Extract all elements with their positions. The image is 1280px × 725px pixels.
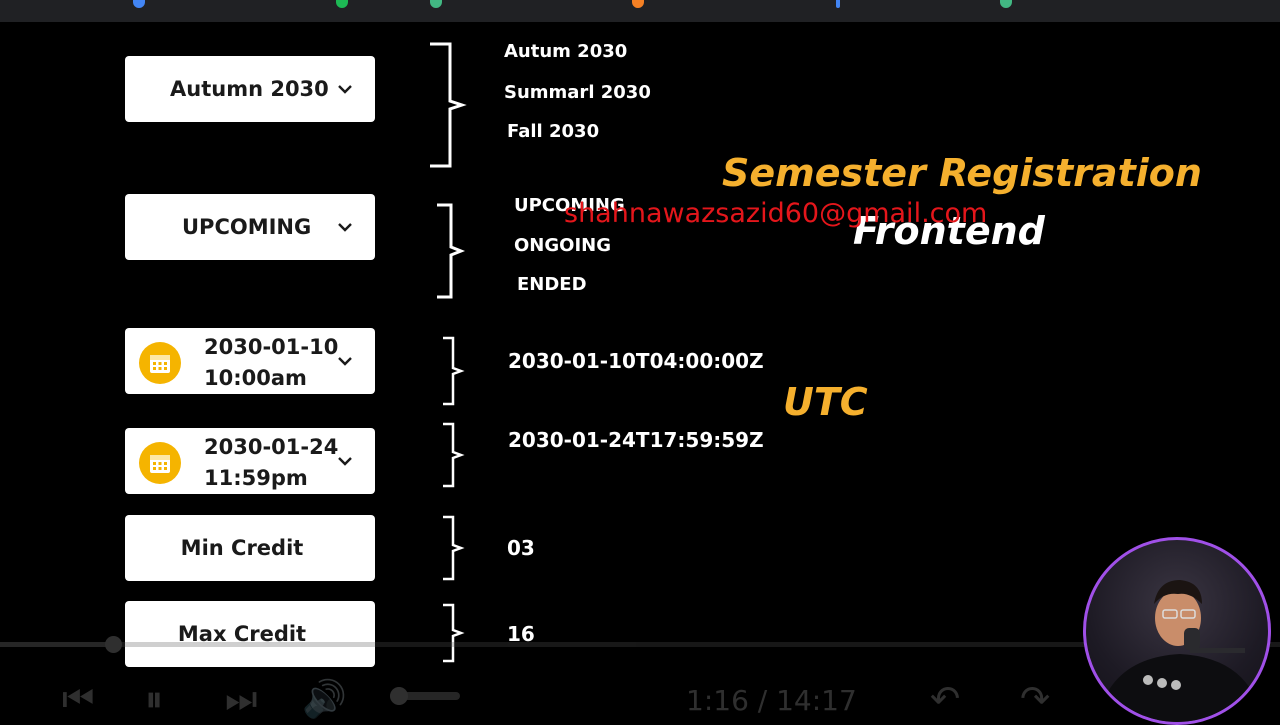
tab-favicon[interactable] bbox=[336, 0, 348, 8]
end-utc-value: 2030-01-24T17:59:59Z bbox=[508, 428, 764, 452]
volume-icon[interactable]: 🔊 bbox=[302, 679, 347, 720]
progress-played bbox=[0, 642, 113, 647]
bracket bbox=[443, 336, 465, 406]
tab-favicon[interactable] bbox=[632, 0, 644, 8]
tab-favicon[interactable] bbox=[430, 0, 442, 8]
end-time-value: 11:59pm bbox=[204, 466, 308, 490]
bracket bbox=[443, 515, 465, 581]
max-credit-value: 16 bbox=[507, 622, 535, 646]
chevron-down-icon bbox=[338, 85, 352, 94]
progress-track[interactable] bbox=[0, 642, 1280, 647]
browser-tab-strip bbox=[0, 0, 1280, 22]
semester-option: Fall 2030 bbox=[507, 121, 600, 142]
end-date-picker[interactable]: 2030-01-24 11:59pm bbox=[125, 428, 375, 494]
status-option: UPCOMING bbox=[514, 195, 625, 216]
status-select-value: UPCOMING bbox=[182, 215, 312, 239]
max-credit-label: Max Credit bbox=[177, 622, 307, 646]
bracket bbox=[443, 603, 465, 663]
max-credit-input[interactable]: Max Credit bbox=[125, 601, 375, 667]
semester-select[interactable]: Autumn 2030 bbox=[125, 56, 375, 122]
semester-option: Autum 2030 bbox=[504, 41, 628, 62]
skip-back-icon[interactable]: ⏮ bbox=[62, 679, 95, 720]
start-date-picker[interactable]: 2030-01-10 10:00am bbox=[125, 328, 375, 394]
min-credit-value: 03 bbox=[507, 536, 535, 560]
start-time-value: 10:00am bbox=[204, 366, 307, 390]
skip-forward-icon[interactable]: ⏭ bbox=[225, 679, 258, 720]
status-option: ENDED bbox=[517, 274, 587, 295]
status-select[interactable]: UPCOMING bbox=[125, 194, 375, 260]
bracket bbox=[437, 203, 466, 299]
semester-select-value: Autumn 2030 bbox=[170, 77, 329, 101]
playback-time: 1:16 / 14:17 bbox=[686, 684, 857, 717]
progress-handle[interactable] bbox=[105, 636, 122, 653]
bracket bbox=[430, 42, 467, 168]
pause-icon[interactable]: ⏸ bbox=[145, 679, 163, 720]
start-utc-value: 2030-01-10T04:00:00Z bbox=[508, 349, 764, 373]
status-option: ONGOING bbox=[514, 235, 611, 256]
tab-favicon[interactable] bbox=[1000, 0, 1012, 8]
calendar-icon bbox=[139, 342, 181, 384]
tab-favicon[interactable] bbox=[836, 0, 840, 8]
volume-handle[interactable] bbox=[390, 687, 408, 705]
chevron-down-icon bbox=[338, 357, 352, 366]
bracket bbox=[443, 422, 465, 488]
min-credit-input[interactable]: Min Credit bbox=[125, 515, 375, 581]
watermark-email: shahnawazsazid60@gmail.com bbox=[564, 198, 988, 229]
tab-favicon[interactable] bbox=[133, 0, 145, 8]
forward-icon[interactable]: ↷ bbox=[1020, 679, 1051, 720]
min-credit-label: Min Credit bbox=[180, 536, 304, 560]
headline-subtitle: Frontend bbox=[853, 209, 1045, 253]
utc-label: UTC bbox=[783, 380, 868, 424]
start-date-value: 2030-01-10 bbox=[204, 335, 339, 359]
presenter-avatar bbox=[1097, 580, 1263, 722]
webcam-overlay bbox=[1083, 537, 1271, 725]
semester-option: Summarl 2030 bbox=[504, 82, 651, 103]
headline-title: Semester Registration bbox=[722, 151, 1202, 195]
rewind-icon[interactable]: ↶ bbox=[930, 679, 961, 720]
volume-slider[interactable] bbox=[390, 692, 460, 700]
chevron-down-icon bbox=[338, 223, 352, 232]
chevron-down-icon bbox=[338, 457, 352, 466]
end-date-value: 2030-01-24 bbox=[204, 435, 339, 459]
calendar-icon bbox=[139, 442, 181, 484]
